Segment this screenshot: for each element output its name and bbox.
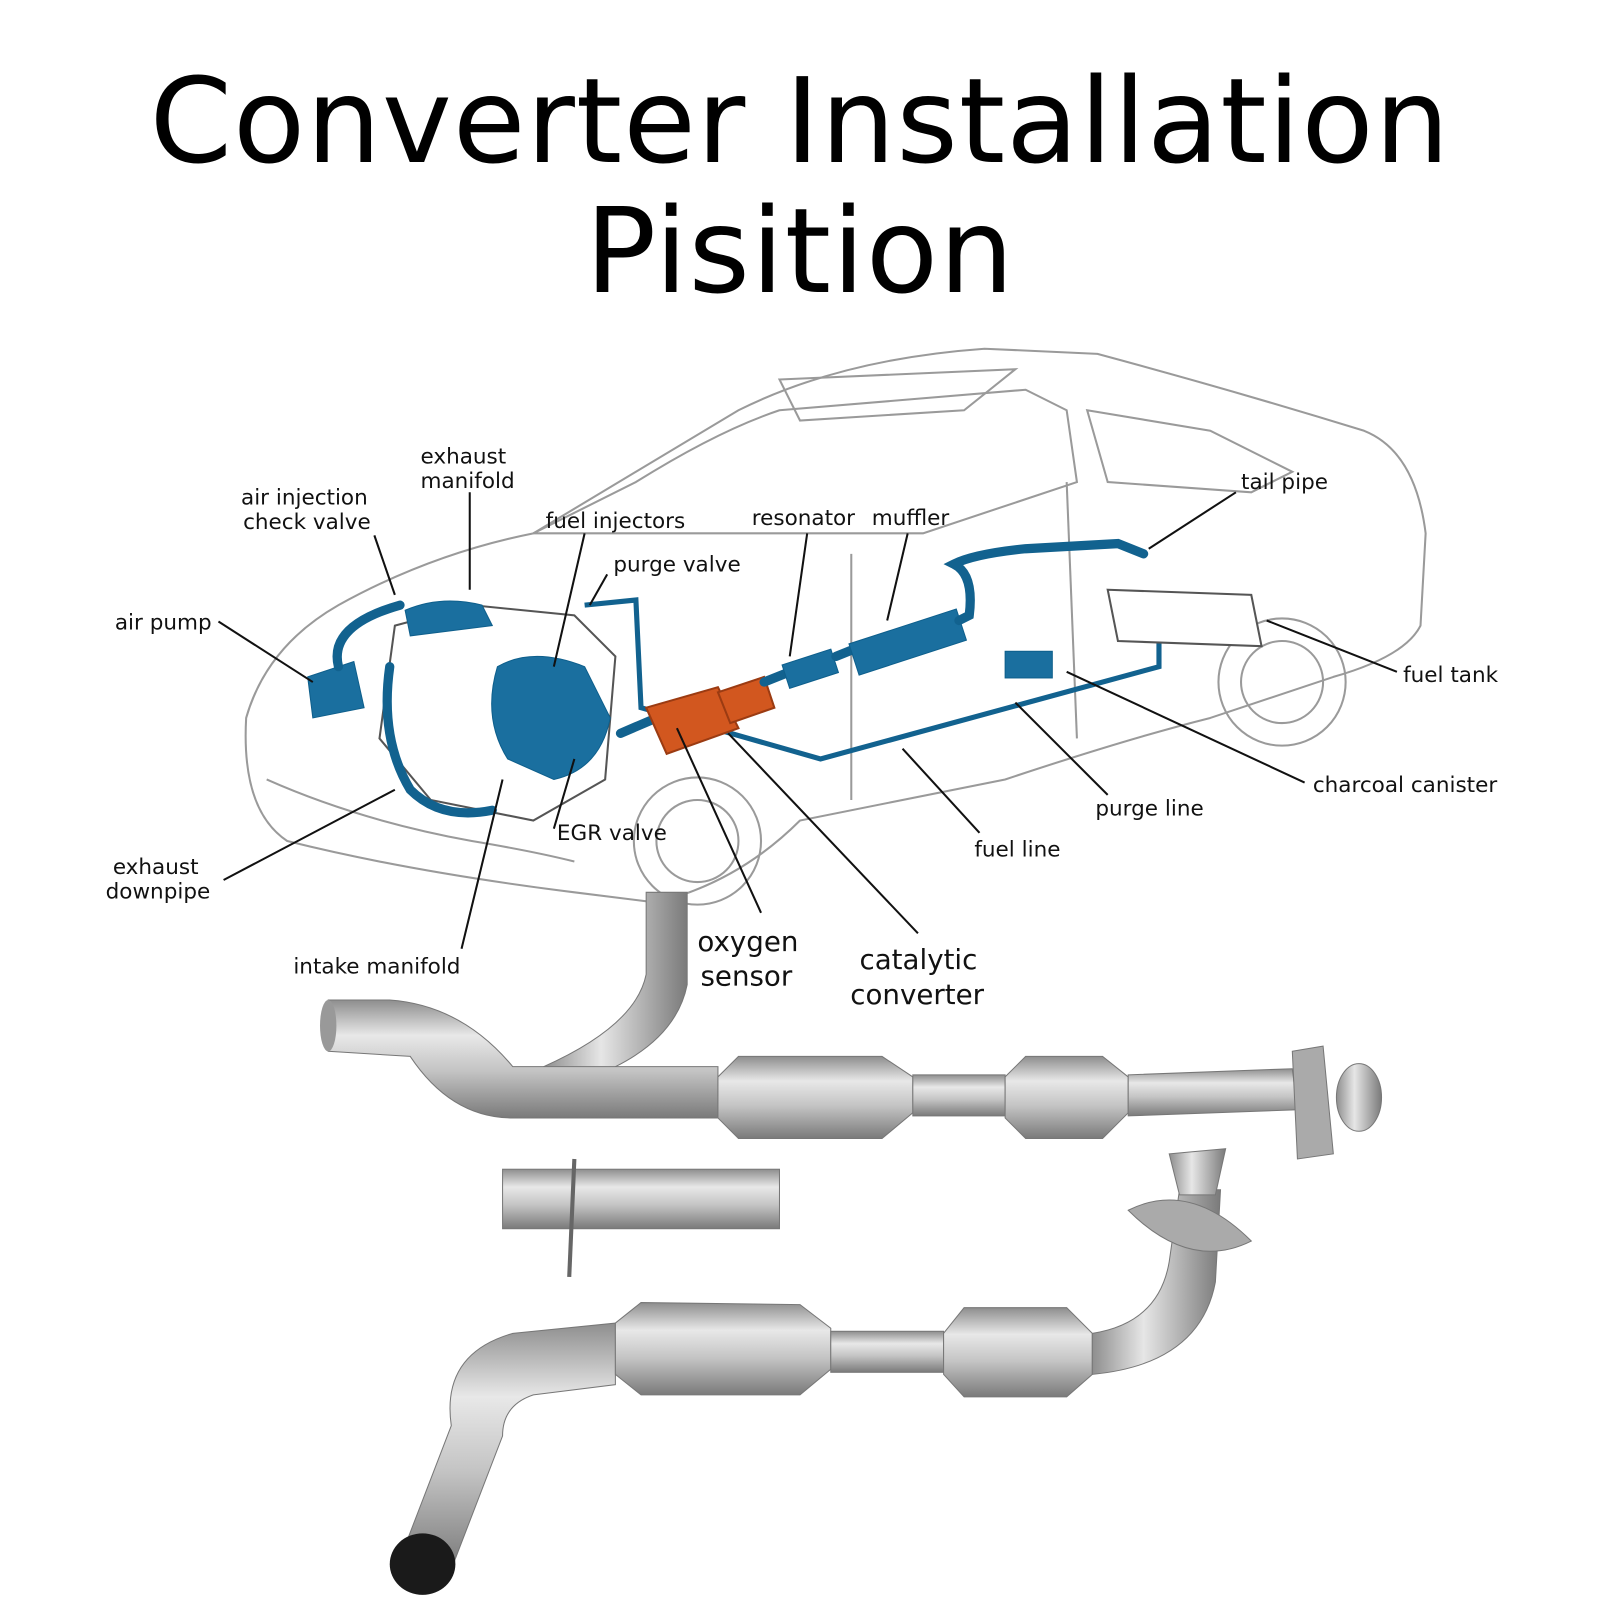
- engine: [307, 597, 1162, 822]
- svg-text:exhaust: exhaust: [113, 855, 199, 880]
- label-catalytic-converter-1: catalytic: [859, 943, 977, 976]
- label-tail-pipe: tail pipe: [1241, 470, 1328, 495]
- upper-converter-pipe: [320, 891, 1383, 1160]
- car-outline: [244, 347, 1427, 906]
- svg-text:oxygen: oxygen: [697, 925, 798, 958]
- label-purge-line: purge line: [1095, 796, 1203, 821]
- label-exhaust-manifold-2: manifold: [421, 469, 515, 494]
- label-resonator: resonator: [752, 506, 855, 531]
- label-air-injection-check-valve-1: air injection: [241, 486, 368, 511]
- label-fuel-injectors: fuel injectors: [546, 509, 686, 534]
- label-muffler: muffler: [872, 506, 950, 531]
- title-line-1: Converter Installation: [149, 52, 1451, 190]
- label-oxygen-sensor-2: sensor: [701, 960, 793, 993]
- label-air-injection-check-valve-2: check valve: [243, 510, 371, 535]
- svg-text:catalytic: catalytic: [859, 943, 977, 976]
- svg-text:exhaust: exhaust: [421, 445, 507, 470]
- svg-text:air injection: air injection: [241, 486, 368, 511]
- catalytic-converter-highlight: [644, 685, 740, 756]
- label-exhaust-manifold-1: exhaust: [421, 445, 507, 470]
- svg-text:check valve: check valve: [243, 510, 371, 535]
- label-purge-valve: purge valve: [613, 552, 740, 577]
- svg-text:sensor: sensor: [701, 960, 793, 993]
- leader-lines: [217, 491, 1398, 949]
- label-fuel-tank: fuel tank: [1403, 663, 1499, 688]
- lower-converter-pipe: [389, 1148, 1253, 1595]
- svg-text:downpipe: downpipe: [106, 879, 211, 904]
- label-intake-manifold: intake manifold: [293, 954, 460, 979]
- title-line-2: Pisition: [585, 182, 1015, 320]
- label-exhaust-downpipe-1: exhaust: [113, 855, 199, 880]
- svg-text:manifold: manifold: [421, 469, 515, 494]
- label-air-pump: air pump: [115, 611, 212, 636]
- label-egr-valve: EGR valve: [557, 821, 667, 846]
- label-charcoal-canister: charcoal canister: [1313, 773, 1498, 798]
- svg-text:converter: converter: [850, 978, 984, 1011]
- label-catalytic-converter-2: converter: [850, 978, 984, 1011]
- label-exhaust-downpipe-2: downpipe: [106, 879, 211, 904]
- label-fuel-line: fuel line: [974, 837, 1060, 862]
- label-oxygen-sensor-1: oxygen: [697, 925, 798, 958]
- exhaust-system-diagram: [615, 538, 1263, 756]
- extension-pipe: [502, 1158, 780, 1278]
